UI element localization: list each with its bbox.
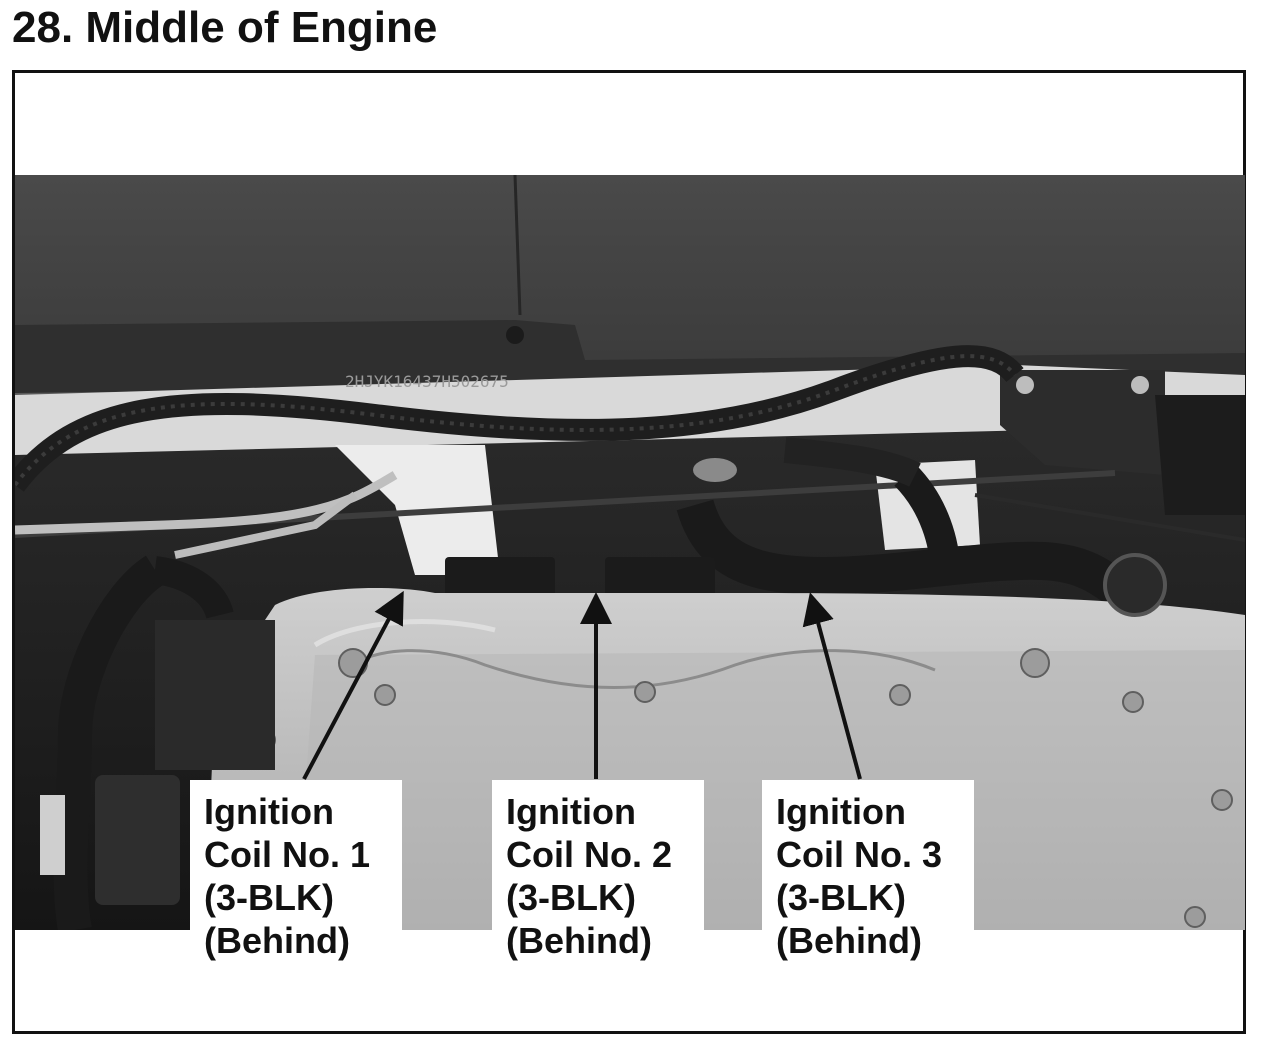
callout-line: (Behind): [506, 920, 652, 961]
callout-line: Ignition: [776, 791, 906, 832]
callout-line: (3-BLK): [204, 877, 334, 918]
vin-stamp: 2HJYK16437H502675: [345, 372, 509, 391]
callout-line: Ignition: [506, 791, 636, 832]
callout-line: Ignition: [204, 791, 334, 832]
page-title: 28. Middle of Engine: [12, 3, 438, 52]
callout-line: Coil No. 2: [506, 834, 673, 875]
callout-ignition-coil-1: Ignition Coil No. 1 (3-BLK) (Behind): [190, 780, 402, 970]
callout-line: (3-BLK): [776, 877, 906, 918]
callout-line: (Behind): [204, 920, 350, 961]
callout-ignition-coil-3: Ignition Coil No. 3 (3-BLK) (Behind): [762, 780, 974, 970]
callout-line: Coil No. 3: [776, 834, 943, 875]
callout-line: Coil No. 1: [204, 834, 371, 875]
callout-line: (3-BLK): [506, 877, 636, 918]
callout-line: (Behind): [776, 920, 922, 961]
callout-ignition-coil-2: Ignition Coil No. 2 (3-BLK) (Behind): [492, 780, 704, 970]
